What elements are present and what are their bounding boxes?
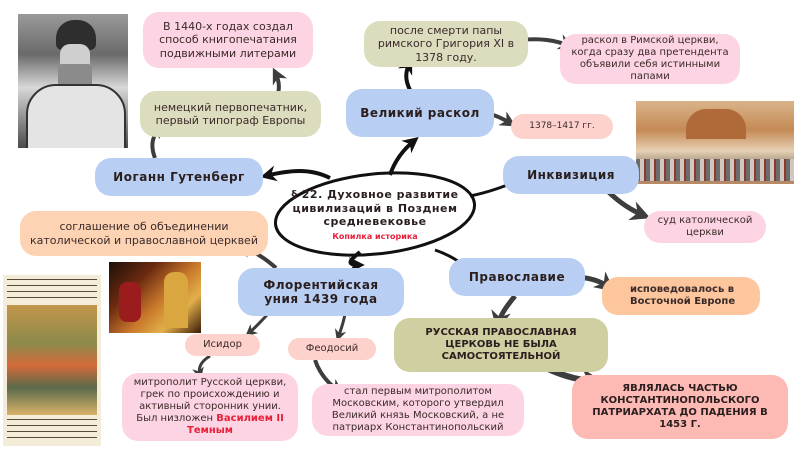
isidore-desc-text: митрополит Русской церкви, грек по проис… — [133, 377, 287, 424]
venice-procession-image — [636, 101, 794, 184]
arrow-center-to-schism — [388, 137, 419, 176]
node-union-desc: соглашение об объединении католической и… — [20, 211, 268, 256]
node-isidore-desc: митрополит Русской церкви, грек по проис… — [122, 373, 298, 441]
node-florentine-union[interactable]: Флорентийская уния 1439 года — [238, 268, 404, 316]
node-orthodoxy-desc: исповедовалось в Восточной Европе — [602, 277, 760, 315]
node-gutenberg-desc: немецкий первопечатник, первый типограф … — [140, 91, 321, 137]
node-orthodoxy[interactable]: Православие — [449, 258, 585, 296]
node-constantinople-patriarchate: ЯВЛЯЛАСЬ ЧАСТЬЮ КОНСТАНТИНОПОЛЬСКОГО ПАТ… — [572, 375, 788, 439]
church-fathers-painting-image — [109, 262, 201, 333]
gutenberg-portrait-image — [18, 14, 128, 148]
node-feodosy[interactable]: Феодосий — [288, 338, 376, 360]
node-schism-desc: раскол в Римской церкви, когда сразу два… — [560, 34, 740, 84]
central-topic: § 22. Духовное развитие цивилизаций в По… — [290, 180, 460, 250]
isidore-desc-highlight: Василием II Темным — [187, 413, 284, 436]
node-feodosy-desc: стал первым митрополитом Московским, кот… — [312, 384, 524, 436]
node-gutenberg-fact: В 1440-х годах создал способ книгопечата… — [143, 12, 313, 68]
central-topic-title: § 22. Духовное развитие цивилизаций в По… — [291, 188, 459, 228]
node-inquisition-desc: суд католической церкви — [644, 211, 766, 243]
center-ellipse — [273, 171, 477, 257]
node-isidore[interactable]: Исидор — [185, 334, 260, 356]
russian-chronicle-miniature-image — [3, 275, 101, 446]
arrow-center-to-union — [348, 250, 365, 273]
node-inquisition[interactable]: Инквизиция — [503, 156, 639, 194]
node-russian-church: РУССКАЯ ПРАВОСЛАВНАЯ ЦЕРКОВЬ НЕ БЫЛА САМ… — [394, 318, 608, 372]
node-great-schism[interactable]: Великий раскол — [346, 89, 494, 137]
node-schism-cause: после смерти папы римского Григория XI в… — [364, 21, 528, 67]
arrow-union-to-feodosy — [334, 313, 347, 342]
arrow-center-to-gutenberg — [260, 165, 331, 182]
node-gutenberg[interactable]: Иоганн Гутенберг — [95, 158, 263, 196]
central-topic-subtitle: Копилка историка — [332, 231, 418, 241]
node-schism-years: 1378–1417 гг. — [511, 114, 613, 139]
